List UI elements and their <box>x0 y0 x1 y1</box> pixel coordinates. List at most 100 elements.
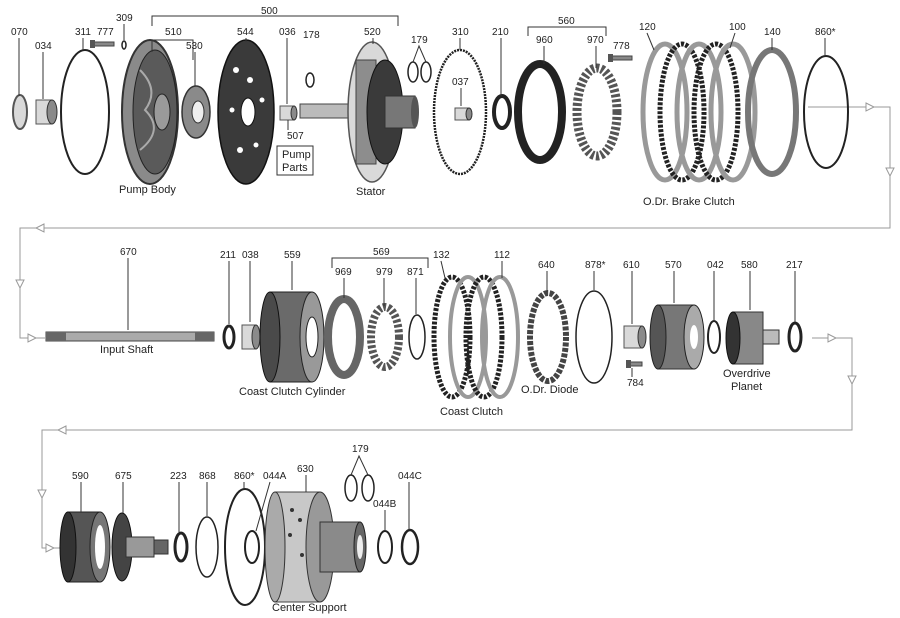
label-544: 544 <box>237 27 254 38</box>
label-120: 120 <box>639 22 656 33</box>
label-590: 590 <box>72 471 89 482</box>
odr-diode-640 <box>527 290 569 384</box>
row-2-labels: 670 211 038 559 569 969 979 871 132 112 … <box>100 247 803 418</box>
label-580: 580 <box>741 260 758 271</box>
hub-675 <box>111 512 169 582</box>
caption-overdrive-planet-1: Overdrive <box>723 368 771 380</box>
flow-arrow <box>56 425 67 435</box>
caption-stator: Stator <box>356 186 386 198</box>
label-520: 520 <box>364 27 381 38</box>
flow-arrow <box>827 333 838 343</box>
label-675: 675 <box>115 471 132 482</box>
label-640: 640 <box>538 260 555 271</box>
flow-arrow <box>865 102 876 112</box>
caption-pump-body: Pump Body <box>119 184 176 196</box>
label-777: 777 <box>97 27 114 38</box>
label-132: 132 <box>433 250 450 261</box>
row-1-parts <box>12 39 849 185</box>
flow-arrow <box>27 333 38 343</box>
piston-969 <box>324 295 364 379</box>
caption-odr-diode: O.Dr. Diode <box>521 384 578 396</box>
label-784: 784 <box>627 378 644 389</box>
label-179-bottom: 179 <box>352 444 369 455</box>
washer-070 <box>12 94 28 130</box>
label-309: 309 <box>116 13 133 24</box>
bushing-036 <box>279 105 298 121</box>
snap-ring-878 <box>575 290 613 384</box>
seal-ring-044c <box>400 528 420 566</box>
row-1-labels: 070 034 311 777 309 500 510 530 544 036 … <box>11 6 836 208</box>
row-3-parts <box>59 474 420 606</box>
bolt-784 <box>626 360 643 368</box>
bolt-777 <box>90 40 115 48</box>
label-217: 217 <box>786 260 803 271</box>
label-868: 868 <box>199 471 216 482</box>
washer-217 <box>787 321 803 353</box>
seal-310 <box>432 48 488 176</box>
label-510: 510 <box>165 27 182 38</box>
flow-arrow <box>15 279 25 290</box>
ring-gear-570 <box>649 304 705 370</box>
flow-arrow <box>45 543 56 553</box>
label-100: 100 <box>729 22 746 33</box>
label-559: 559 <box>284 250 301 261</box>
label-778: 778 <box>613 41 630 52</box>
spring-979 <box>367 303 403 371</box>
flow-arrow <box>34 223 45 233</box>
caption-coast-clutch-cylinder: Coast Clutch Cylinder <box>239 386 346 398</box>
thrust-washer-210 <box>492 94 512 130</box>
o-ring-179b <box>420 61 432 83</box>
label-179-top: 179 <box>411 35 428 46</box>
washer-042 <box>707 320 721 354</box>
separator-plate-544 <box>217 39 275 185</box>
label-112: 112 <box>494 250 510 261</box>
o-ring-178 <box>305 72 315 88</box>
label-970: 970 <box>587 35 604 46</box>
label-037: 037 <box>452 77 469 88</box>
label-860-bottom: 860* <box>234 471 255 482</box>
drum-590 <box>59 511 111 583</box>
label-500: 500 <box>261 6 278 17</box>
caption-input-shaft: Input Shaft <box>100 344 153 356</box>
overdrive-planet-580 <box>725 311 780 365</box>
label-038: 038 <box>242 250 259 261</box>
caption-pump-parts-1: Pump <box>282 149 311 161</box>
label-878: 878* <box>585 260 606 271</box>
label-507: 507 <box>287 131 304 142</box>
input-shaft-670 <box>45 331 215 342</box>
label-979: 979 <box>376 267 393 278</box>
flow-line-row2 <box>41 337 853 549</box>
label-042: 042 <box>707 260 724 271</box>
label-140: 140 <box>764 27 781 38</box>
caption-odr-brake-clutch: O.Dr. Brake Clutch <box>643 196 735 208</box>
label-570: 570 <box>665 260 682 271</box>
o-ring-309 <box>121 40 127 50</box>
bolt-778 <box>608 54 633 62</box>
row-3-labels: 590 675 223 868 860* 044A 630 179 044B 0… <box>72 444 422 614</box>
center-support-630 <box>264 491 367 603</box>
label-860-top: 860* <box>815 27 836 38</box>
spring-970 <box>572 63 622 161</box>
bushing-037 <box>454 107 473 121</box>
seal-ring-044b <box>377 530 393 564</box>
pump-parts-box <box>276 145 314 176</box>
label-210: 210 <box>492 27 509 38</box>
caption-center-support: Center Support <box>272 602 347 614</box>
row-2-parts <box>45 274 803 400</box>
caption-overdrive-planet-2: Planet <box>731 381 762 393</box>
seal-ring-044a <box>244 530 260 564</box>
pump-gear-530 <box>181 85 211 139</box>
washer-223 <box>173 531 189 563</box>
label-223: 223 <box>170 471 187 482</box>
flow-arrow <box>847 375 857 386</box>
snap-ring-871 <box>408 314 426 360</box>
label-530: 530 <box>186 41 203 52</box>
caption-pump-parts-2: Parts <box>282 162 308 174</box>
label-311: 311 <box>75 27 91 38</box>
label-871: 871 <box>407 267 424 278</box>
bushing-038 <box>241 324 261 350</box>
caption-coast-clutch: Coast Clutch <box>440 406 503 418</box>
label-969: 969 <box>335 267 352 278</box>
coast-clutch-cylinder-559 <box>259 291 325 383</box>
